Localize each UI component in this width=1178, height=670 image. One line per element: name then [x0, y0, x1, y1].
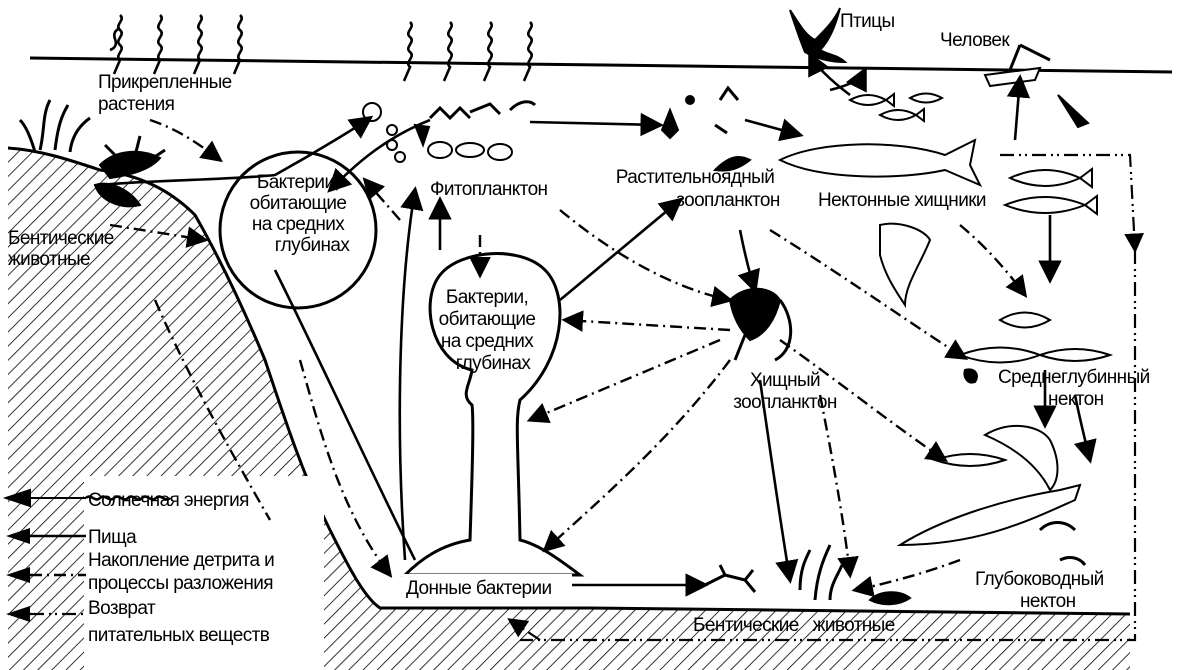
label-predatory-zooplankton-2: зоопланктон: [733, 392, 837, 413]
label-bottom-bacteria: Донные бактерии: [406, 578, 552, 599]
nekton-predator-fish-icons: [777, 138, 1098, 309]
legend-label-detritus-1: Накопление детрита и: [88, 550, 274, 571]
label-human: Человек: [940, 30, 1010, 51]
bacteria-bulb-center: [401, 252, 585, 577]
label-predatory-zooplankton-1: Хищный: [750, 370, 820, 391]
legend-background: [84, 476, 324, 670]
bacteria-circle-left: [218, 150, 378, 310]
legend-wavy-line: [85, 495, 171, 501]
legend-label-sun: Солнечная энергия: [88, 490, 249, 511]
deep-nekton-icons: [896, 424, 1087, 566]
label-bacteria-left-4: глубинах: [275, 235, 351, 256]
legend-item-sun: Солнечная энергия: [2, 488, 249, 511]
label-bacteria-center-3: на средних: [441, 331, 534, 352]
label-mesopelagic-nekton-1: Среднеглубинный: [998, 367, 1150, 388]
legend: Солнечная энергия Пища Накопление детрит…: [2, 488, 275, 646]
label-herbivorous-zooplankton-2: зоопланктон: [676, 190, 780, 211]
legend-label-food: Пища: [88, 527, 137, 548]
attached-plants-icon: [18, 99, 91, 153]
legend-arrowhead-icon: [6, 567, 30, 583]
predatory-zooplankton-icons: [728, 287, 793, 362]
label-bacteria-center-2: обитающие: [439, 309, 536, 330]
bird-icon: [789, 7, 848, 64]
label-bacteria-left-3: на средних: [252, 214, 345, 235]
bottom-bacteria-label-bg: [402, 574, 572, 600]
legend-item-detritus: Накопление детрита и процессы разложения: [6, 550, 275, 594]
label-attached-plants-2: растения: [98, 94, 174, 115]
label-bacteria-center-1: Бактерии,: [446, 287, 528, 308]
label-nekton-predators: Нектонные хищники: [818, 190, 986, 211]
label-bacteria-left-2: обитающие: [250, 193, 347, 214]
label-benthic-animals-left-1: Бентические: [8, 228, 114, 249]
label-bacteria-left-1: Бактерии,: [257, 172, 339, 193]
seafloor-line: [7, 146, 1131, 616]
benthic-animals-bottom-icons: [704, 544, 912, 606]
legend-arrowhead-icon: [2, 488, 86, 508]
mesopelagic-nekton-icons: [957, 311, 1114, 384]
legend-arrowhead-icon: [6, 606, 30, 622]
label-benthic-animals-left-2: животные: [8, 249, 90, 270]
nutrient-return-arrows: [507, 153, 1145, 642]
label-mesopelagic-nekton-2: нектон: [1048, 389, 1104, 410]
human-boat-icon: [983, 43, 1051, 88]
food-arrows: [99, 51, 1097, 597]
legend-label-return-2: питательных веществ: [88, 625, 270, 646]
legend-item-food: Пища: [6, 527, 138, 548]
legend-label-return-1: Возврат: [88, 598, 156, 619]
label-bacteria-center-4: глубинах: [456, 353, 532, 374]
small-fish-school-icon: [847, 92, 1090, 129]
label-phytoplankton: Фитопланктон: [430, 179, 548, 200]
legend-item-return: Возврат питательных веществ: [6, 598, 270, 646]
label-herbivorous-zooplankton-1: Растительноядный: [616, 167, 774, 188]
water-surface-line: [29, 56, 1173, 74]
herbivorous-zooplankton-icons: [660, 85, 752, 172]
label-deep-nekton-1: Глубоководный: [975, 569, 1104, 590]
legend-arrowhead-icon: [6, 528, 30, 544]
detritus-arrows: [109, 118, 1028, 598]
label-benthic-animals-bottom: Бентические животные: [693, 615, 895, 636]
legend-label-detritus-2: процессы разложения: [88, 573, 273, 594]
sunlight-rays-left: [109, 14, 243, 75]
phytoplankton-icons: [362, 100, 537, 163]
label-birds: Птицы: [840, 11, 895, 32]
label-deep-nekton-2: нектон: [1020, 591, 1076, 612]
label-attached-plants-1: Прикрепленные: [98, 72, 232, 93]
sunlight-rays-center: [402, 21, 533, 82]
